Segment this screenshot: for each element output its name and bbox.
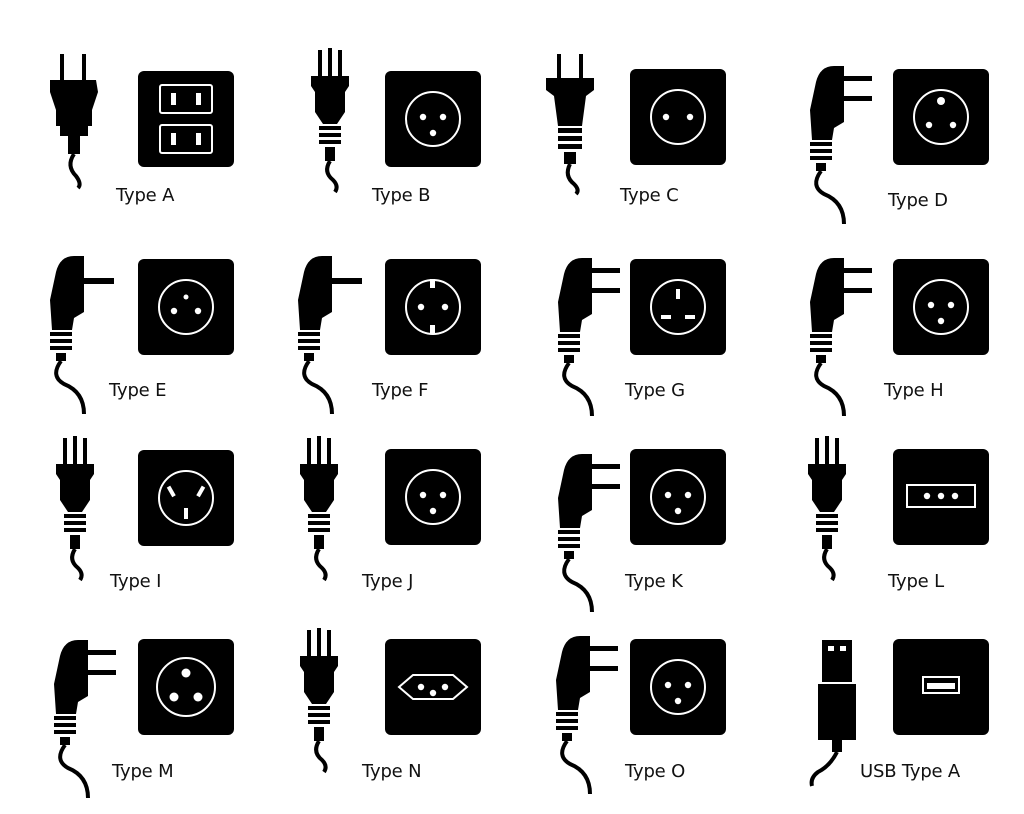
europlug-round-pin-icon	[546, 54, 594, 196]
us-flat-two-pin-plug-icon	[50, 54, 98, 190]
usb-plug-icon	[809, 640, 856, 787]
three-pin-plug-icon	[808, 436, 846, 582]
large-three-hole-socket-icon	[138, 639, 234, 735]
plug-type-label: Type M	[112, 761, 174, 782]
inline-three-hole-socket-icon	[893, 449, 989, 545]
plug-type-label: Type N	[362, 761, 422, 782]
plug-type-label: Type C	[620, 185, 679, 206]
triangle-three-hole-socket-icon	[893, 69, 989, 165]
three-hole-socket-icon	[893, 259, 989, 355]
three-pin-plug-icon	[300, 436, 338, 582]
three-pin-plug-icon	[300, 628, 338, 774]
plug-type-label: Type H	[884, 380, 944, 401]
plug-type-label: Type O	[625, 761, 686, 782]
angled-plug-icon	[558, 258, 620, 417]
plug-type-label: Type L	[888, 571, 944, 592]
three-pin-plug-icon	[56, 436, 94, 582]
dual-flat-slot-socket-icon	[138, 71, 234, 167]
angled-plug-icon	[54, 640, 116, 799]
three-pin-plug-icon	[311, 48, 349, 194]
angled-plug-icon	[298, 256, 362, 415]
angled-plug-icon	[810, 66, 872, 225]
plug-type-label: Type J	[362, 571, 414, 592]
three-hole-socket-icon	[385, 449, 481, 545]
plug-type-label: Type I	[110, 571, 162, 592]
angled-slot-socket-icon	[138, 450, 234, 546]
hexagonal-three-hole-socket-icon	[385, 639, 481, 735]
three-hole-socket-icon	[385, 71, 481, 167]
angled-plug-icon	[558, 454, 620, 613]
angled-plug-icon	[556, 636, 618, 795]
plug-type-label: USB Type A	[860, 761, 961, 782]
angled-plug-icon	[810, 258, 872, 417]
plug-type-label: Type E	[109, 380, 167, 401]
plug-type-label: Type K	[625, 571, 683, 592]
plug-type-label: Type B	[372, 185, 431, 206]
plug-type-label: Type A	[116, 185, 175, 206]
usb-port-icon	[893, 639, 989, 735]
plug-type-label: Type D	[888, 190, 948, 211]
three-hole-socket-icon	[630, 449, 726, 545]
angled-plug-icon	[50, 256, 114, 415]
three-hole-socket-icon	[630, 639, 726, 735]
schuko-socket-icon	[385, 259, 481, 355]
earth-pin-socket-icon	[138, 259, 234, 355]
three-rectangular-slot-socket-icon	[630, 259, 726, 355]
plug-type-label: Type G	[625, 380, 685, 401]
plug-type-label: Type F	[372, 380, 429, 401]
two-round-hole-socket-icon	[630, 69, 726, 165]
